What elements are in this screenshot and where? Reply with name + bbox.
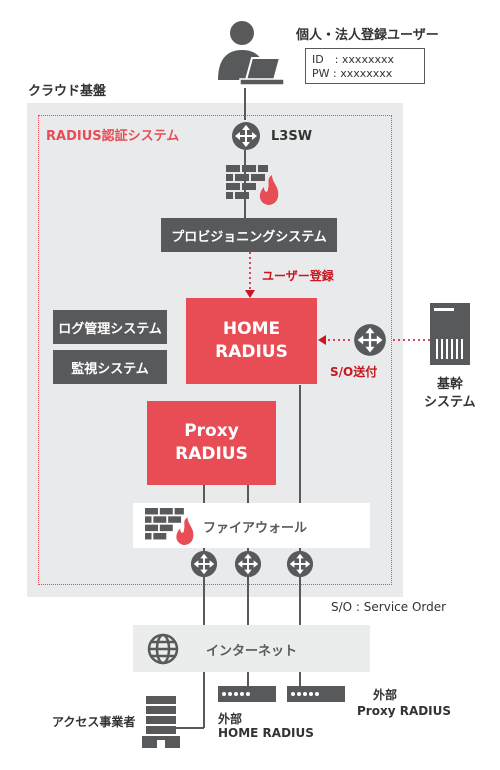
- home-radius-line1: HOME: [222, 319, 281, 339]
- ext-proxy-radius-line1: 外部: [373, 688, 398, 702]
- proxy-radius-box: Proxy RADIUS: [147, 401, 276, 485]
- home-radius-line2: RADIUS: [215, 342, 288, 362]
- log-management-box: ログ管理システム: [53, 310, 167, 344]
- ext-home-radius-line2: HOME RADIUS: [218, 726, 314, 740]
- proxy-radius-line1: Proxy: [184, 421, 239, 441]
- core-system-line2: システム: [424, 395, 476, 410]
- so-legend: S/O : Service Order: [331, 600, 447, 614]
- server-icon: [430, 303, 470, 365]
- l3sw-label: L3SW: [271, 129, 313, 144]
- radius-system-boundary: [38, 115, 392, 585]
- router-icon: [232, 122, 260, 150]
- user-label: 個人・法人登録ユーザー: [296, 28, 439, 43]
- so-send-label: S/O送付: [330, 365, 378, 379]
- building-icon: [142, 696, 180, 748]
- globe-icon: [147, 633, 179, 665]
- user-registration-label: ユーザー登録: [262, 269, 334, 283]
- provisioning-system-box: プロビジョニングシステム: [161, 218, 337, 252]
- cloud-platform-label: クラウド基盤: [28, 84, 107, 99]
- ext-proxy-radius-line2: Proxy RADIUS: [357, 704, 452, 718]
- router-icon: [234, 550, 262, 578]
- firewall-icon: [145, 508, 194, 545]
- proxy-radius-line2: RADIUS: [175, 444, 248, 464]
- home-radius-box: HOME RADIUS: [186, 298, 317, 384]
- user-laptop-icon: [218, 21, 285, 86]
- router-icon: [354, 324, 386, 356]
- core-system-line1: 基幹: [437, 377, 464, 392]
- firewall-label: ファイアウォール: [203, 521, 308, 536]
- ext-home-radius-line1: 外部: [218, 712, 243, 726]
- credentials-box: [305, 48, 425, 84]
- router-icon: [190, 550, 218, 578]
- monitoring-label: 監視システム: [71, 361, 149, 377]
- firewall-icon: [226, 165, 279, 205]
- credentials-pw: PW : xxxxxxxx: [312, 67, 393, 80]
- internet-label: インターネット: [206, 644, 298, 659]
- rack-server-icon: [218, 686, 276, 702]
- provisioning-label: プロビジョニングシステム: [171, 229, 327, 245]
- radius-system-label: RADIUS認証システム: [46, 129, 180, 144]
- rack-server-icon: [287, 686, 345, 702]
- credentials-id: ID : xxxxxxxx: [312, 53, 394, 66]
- log-management-label: ログ管理システム: [58, 321, 162, 337]
- monitoring-box: 監視システム: [53, 350, 167, 384]
- access-operator-label: アクセス事業者: [52, 715, 136, 729]
- router-icon: [286, 550, 314, 578]
